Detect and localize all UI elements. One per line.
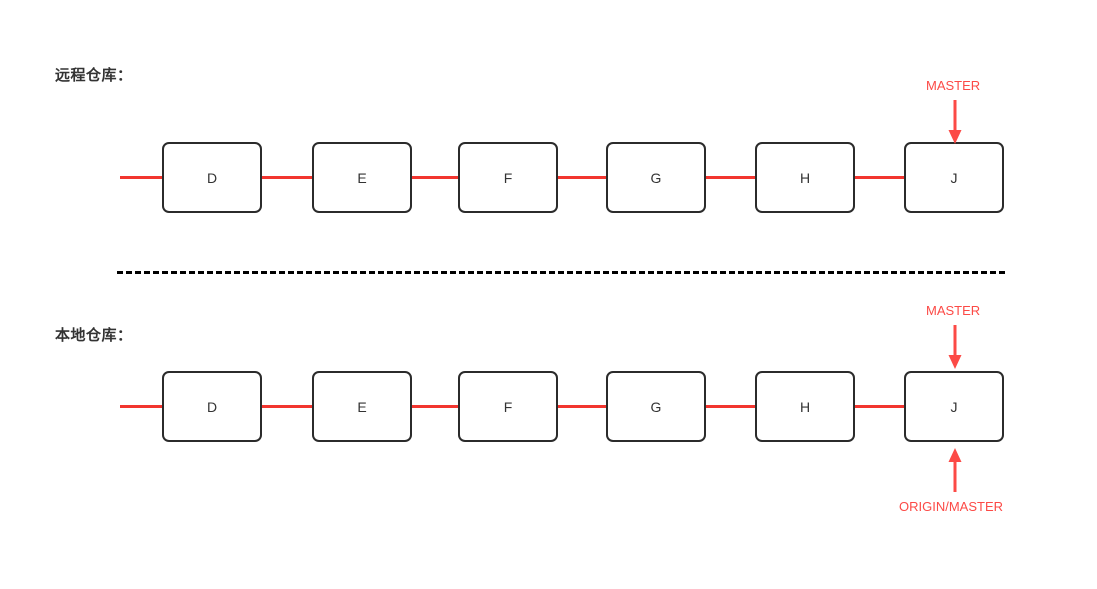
commit-node-remote-e[interactable]: E: [312, 142, 412, 213]
commit-node-remote-f[interactable]: F: [458, 142, 558, 213]
master-arrow-down-icon-remote: [948, 100, 962, 144]
commit-node-label: D: [206, 169, 218, 186]
commit-node-local-h[interactable]: H: [755, 371, 855, 442]
connector-local-h-j: [849, 405, 917, 408]
connector-local-f-g: [551, 405, 619, 408]
connector-remote-lead-in: [120, 176, 168, 179]
commit-node-remote-d[interactable]: D: [162, 142, 262, 213]
remote-repository-heading: 远程仓库：: [55, 67, 133, 84]
master-pointer-label-local: MASTER: [926, 303, 981, 318]
connector-remote-e-f: [406, 176, 474, 179]
commit-node-label: G: [650, 398, 662, 415]
connector-remote-d-e: [256, 176, 324, 179]
connector-local-lead-in: [120, 405, 168, 408]
connector-remote-h-j: [849, 176, 917, 179]
commit-node-label: J: [950, 398, 958, 415]
commit-node-label: J: [950, 169, 958, 186]
master-arrow-down-icon-local: [948, 325, 962, 369]
origin-master-pointer-label-local: ORIGIN/MASTER: [899, 499, 1004, 514]
commit-node-label: F: [503, 169, 513, 186]
commit-node-local-d[interactable]: D: [162, 371, 262, 442]
commit-node-label: F: [503, 398, 513, 415]
connector-remote-f-g: [551, 176, 619, 179]
commit-node-local-f[interactable]: F: [458, 371, 558, 442]
commit-node-label: H: [799, 169, 811, 186]
commit-node-label: E: [357, 169, 367, 186]
commit-node-label: E: [357, 398, 367, 415]
commit-node-local-e[interactable]: E: [312, 371, 412, 442]
commit-node-remote-j[interactable]: J: [904, 142, 1004, 213]
commit-node-local-g[interactable]: G: [606, 371, 706, 442]
origin-master-arrow-up-icon-local: [948, 448, 962, 492]
commit-node-label: H: [799, 398, 811, 415]
master-pointer-label-remote: MASTER: [926, 78, 981, 93]
section-divider: [117, 271, 1005, 274]
commit-node-local-j[interactable]: J: [904, 371, 1004, 442]
commit-node-remote-g[interactable]: G: [606, 142, 706, 213]
connector-local-e-f: [406, 405, 474, 408]
commit-node-remote-h[interactable]: H: [755, 142, 855, 213]
connector-local-g-h: [700, 405, 768, 408]
connector-local-d-e: [256, 405, 324, 408]
commit-node-label: G: [650, 169, 662, 186]
commit-node-label: D: [206, 398, 218, 415]
connector-remote-g-h: [700, 176, 768, 179]
local-repository-heading: 本地仓库：: [55, 327, 133, 344]
